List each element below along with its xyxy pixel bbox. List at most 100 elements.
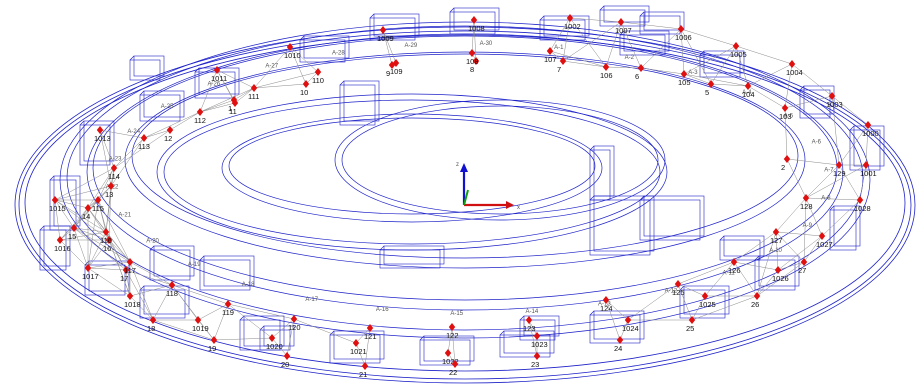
survey-marker	[788, 60, 796, 68]
survey-point-label: 26	[751, 300, 759, 309]
survey-point-label: 1005	[730, 50, 747, 59]
network-line	[859, 164, 867, 201]
equipment-box-back	[303, 35, 350, 59]
survey-point: 1010	[284, 43, 301, 60]
equipment-box-back	[198, 67, 240, 95]
segment-label: A-1	[554, 45, 564, 51]
equipment-box-edge	[699, 50, 705, 56]
survey-marker	[472, 57, 480, 65]
segment-label: A-10	[769, 248, 782, 254]
survey-point: 8	[470, 57, 480, 74]
segment-label: A-26	[208, 82, 221, 88]
network-line	[97, 199, 107, 233]
survey-marker	[230, 96, 238, 104]
survey-point-label: 11	[229, 107, 237, 116]
survey-point-label: 23	[531, 360, 539, 369]
network-line	[562, 60, 607, 68]
equipment-box	[369, 17, 416, 41]
survey-point-label: 1025	[699, 300, 716, 309]
survey-point: 10	[300, 80, 310, 97]
survey-point: 123	[523, 316, 536, 333]
survey-marker	[314, 68, 322, 76]
network-line	[447, 326, 453, 354]
equipment-box	[499, 334, 551, 358]
segment-label: A-27	[265, 64, 278, 70]
network-line	[549, 50, 564, 62]
survey-marker	[602, 63, 610, 71]
survey-point: 115	[92, 196, 104, 213]
network-line	[73, 227, 107, 233]
network-line	[99, 129, 115, 169]
network-line	[54, 199, 110, 241]
equipment-box	[139, 289, 186, 319]
survey-point-label: 1027	[816, 240, 833, 249]
network-line	[831, 95, 869, 126]
survey-point: 1003	[826, 92, 843, 109]
equipment-box	[829, 209, 857, 251]
survey-marker	[70, 224, 78, 232]
survey-point: 25	[686, 316, 696, 333]
network-line	[125, 269, 173, 286]
segment-label: A-18	[242, 282, 255, 288]
survey-marker	[84, 204, 92, 212]
equipment-box-edge	[589, 310, 595, 316]
survey-point: 1025	[699, 292, 716, 309]
equipment-box	[329, 334, 381, 364]
network-line	[73, 199, 99, 229]
survey-point: 113	[138, 134, 150, 151]
equipment-box	[299, 39, 346, 63]
network-line	[87, 167, 115, 209]
equipment-box	[149, 249, 191, 281]
survey-point: 1024	[622, 316, 639, 333]
network-line	[805, 197, 823, 237]
equipment-box	[379, 249, 441, 269]
network-line	[99, 129, 145, 139]
survey-point: 110	[312, 68, 324, 85]
segment-label: A-6	[812, 140, 822, 146]
equipment-box	[589, 149, 611, 201]
network-line	[786, 158, 807, 199]
network-line	[382, 29, 393, 66]
network-line	[803, 235, 823, 263]
network-line	[73, 227, 127, 271]
network-line	[216, 69, 236, 104]
network-line	[735, 45, 749, 87]
equipment-box-edge	[39, 225, 45, 231]
equipment-box-edge	[799, 85, 805, 91]
network-line	[227, 303, 273, 339]
network-line	[784, 63, 793, 109]
network-line	[171, 284, 215, 341]
network-line	[286, 318, 295, 357]
survey-point-label: 7	[557, 65, 561, 74]
equipment-box-back	[263, 325, 295, 347]
network-line	[756, 261, 805, 297]
equipment-box-edge	[849, 125, 855, 131]
equipment-box-edge	[599, 5, 605, 11]
survey-point-label: 107	[544, 55, 557, 64]
network-line	[125, 269, 154, 321]
equipment-box-back	[333, 330, 385, 360]
survey-point: 1002	[564, 14, 581, 31]
network-line	[710, 45, 737, 85]
network-line	[355, 342, 366, 367]
survey-point-label: 12	[164, 134, 172, 143]
survey-point: 2	[781, 155, 791, 172]
survey-marker	[56, 236, 64, 244]
survey-point: 119	[222, 300, 234, 317]
survey-point: 1005	[730, 42, 747, 59]
survey-marker	[546, 47, 554, 55]
network-line	[54, 199, 61, 241]
equipment-box-edge	[299, 35, 305, 41]
survey-point: 23	[531, 352, 541, 369]
segment-label: A-12	[665, 288, 678, 294]
network-line	[569, 17, 607, 68]
equipment-box	[84, 264, 126, 296]
survey-marker	[783, 155, 791, 163]
survey-point-label: 1015	[49, 204, 66, 213]
survey-marker	[772, 228, 780, 236]
network-line	[865, 124, 869, 166]
equipment-box-edge	[129, 55, 135, 61]
network-line	[87, 239, 110, 269]
survey-point: 104	[742, 82, 755, 99]
